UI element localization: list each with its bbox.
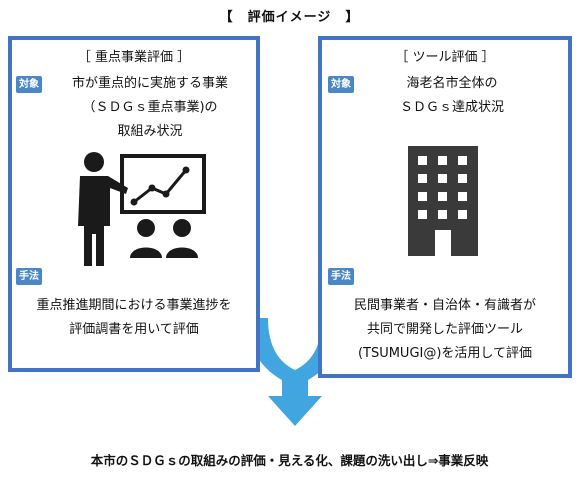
method-line: 重点推進期間における事業進捗を: [36, 298, 232, 313]
target-text: 市が重点的に実施する事業 （ＳＤＧｓ重点事業)の 取組み状況: [40, 72, 260, 144]
method-line: (TSUMUGI@)を活用して評価: [357, 346, 533, 361]
conclusion-text: 本市のＳＤＧｓの取組みの評価・見える化、課題の洗い出し⇒事業反映: [90, 453, 489, 468]
target-line: ＳＤＧｓ達成状況: [399, 100, 504, 115]
target-text: 海老名市全体の ＳＤＧｓ達成状況: [352, 72, 552, 120]
target-line: 海老名市全体の: [406, 76, 498, 91]
method-tag: 手法: [328, 268, 354, 285]
tool-evaluation-heading: ［ ツール評価 ］: [395, 50, 495, 65]
method-line: 民間事業者・自治体・有識者が: [353, 298, 536, 313]
target-line: （ＳＤＧｓ重点事業)の: [82, 100, 218, 115]
diagram-title: 【 評価イメージ 】: [219, 10, 360, 25]
target-line: 取組み状況: [117, 124, 183, 139]
method-line: 共同で開発した評価ツール: [366, 322, 523, 337]
method-tag: 手法: [16, 268, 42, 285]
method-text: 民間事業者・自治体・有識者が 共同で開発した評価ツール (TSUMUGI@)を活…: [326, 294, 564, 366]
target-tag: 対象: [16, 76, 42, 93]
tool-evaluation-box: ［ ツール評価 ］ 対象 海老名市全体の ＳＤＧｓ達成状況 手法 民間事業者・自…: [318, 36, 572, 378]
building-icon: [408, 146, 478, 256]
method-text: 重点推進期間における事業進捗を 評価調書を用いて評価: [16, 294, 252, 342]
target-tag: 対象: [328, 76, 354, 93]
focus-project-evaluation-box: ［ 重点事業評価 ］ 対象 市が重点的に実施する事業 （ＳＤＧｓ重点事業)の 取…: [8, 36, 260, 372]
target-line: 市が重点的に実施する事業: [71, 76, 228, 91]
focus-project-evaluation-heading: ［ 重点事業評価 ］: [77, 50, 191, 65]
method-line: 評価調書を用いて評価: [69, 322, 199, 337]
presentation-icon: [78, 152, 206, 266]
